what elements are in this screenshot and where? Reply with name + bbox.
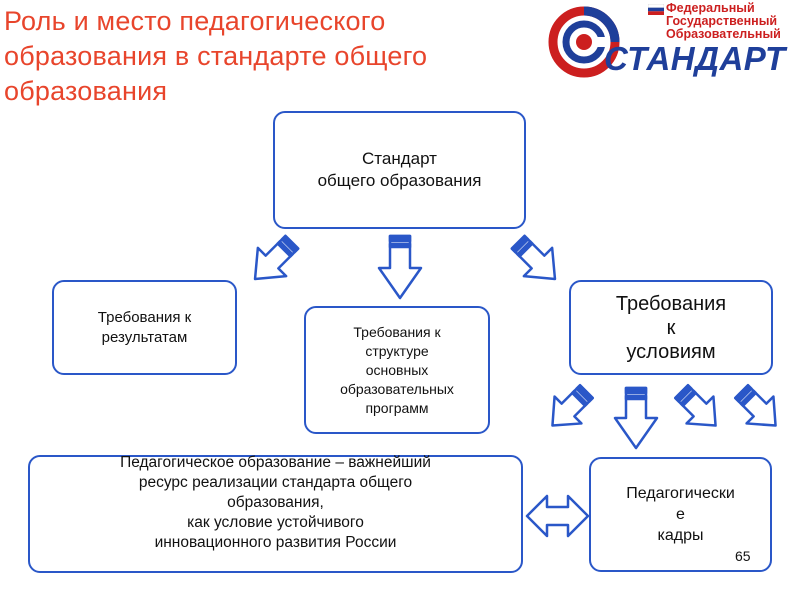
logo-org-line-3: Образовательный xyxy=(666,27,781,41)
arrow-conditions-1 xyxy=(551,384,594,427)
ped-education-line-2: ресурс реализации стандарта общего xyxy=(138,474,413,491)
req-structure-line-1: Требования к xyxy=(353,323,441,340)
fgos-emblem-icon xyxy=(548,6,620,78)
title-line-1: Роль и место педагогического xyxy=(4,6,386,36)
req-structure-line-5: программ xyxy=(365,399,429,416)
ped-education-line-1: Педагогическое образование – важнейший xyxy=(120,454,431,471)
pedagogical-staff-box: Педагогически е кадры xyxy=(589,457,772,572)
ped-staff-line-3: кадры xyxy=(657,527,704,544)
logo-org-line-2: Государственный xyxy=(666,14,778,28)
title-line-2: образования в стандарте общего xyxy=(4,41,428,71)
logo-wordmark: СТАНДАРТ xyxy=(604,40,786,77)
arrow-conditions-4 xyxy=(734,384,777,427)
ped-staff-line-2: е xyxy=(676,506,685,523)
req-structure-line-3: основных xyxy=(365,361,429,378)
arrow-conditions-2 xyxy=(613,386,659,450)
requirements-conditions-box: Требования к условиям xyxy=(569,280,773,375)
req-structure-line-2: структуре xyxy=(365,342,429,359)
req-conditions-line-1: Требования xyxy=(615,292,727,315)
fgos-logo: Федеральный Государственный Образователь… xyxy=(548,2,796,80)
arrow-to-results xyxy=(253,234,300,281)
standard-line-1: Стандарт xyxy=(362,149,437,168)
page-number: 65 xyxy=(735,548,751,564)
ped-education-line-4: как условие устойчивого xyxy=(187,514,364,531)
standard-box: Стандарт общего образования xyxy=(273,111,526,229)
russian-flag-icon xyxy=(648,4,664,15)
page-title: Роль и место педагогического образования… xyxy=(4,4,524,109)
pedagogical-education-box: Педагогическое образование – важнейший р… xyxy=(28,454,523,573)
arrow-conditions-3 xyxy=(674,384,717,427)
requirements-structure-box: Требования к структуре основных образова… xyxy=(304,306,490,434)
req-results-line-2: результатам xyxy=(101,328,188,346)
title-line-3: образования xyxy=(4,76,168,106)
req-structure-line-4: образовательных xyxy=(340,380,454,397)
arrow-to-structure xyxy=(377,234,423,300)
req-conditions-line-3: условиям xyxy=(626,340,716,363)
double-arrow xyxy=(525,494,590,538)
requirements-results-box: Требования к результатам xyxy=(52,280,237,375)
req-conditions-line-2: к xyxy=(666,316,676,339)
req-results-line-1: Требования к xyxy=(97,308,192,326)
ped-staff-line-1: Педагогически xyxy=(626,485,735,502)
logo-org-line-1: Федеральный xyxy=(666,1,755,15)
ped-education-line-3: образования, xyxy=(227,494,324,511)
ped-education-line-5: инновационного развития России xyxy=(154,534,397,551)
logo-org-name: Федеральный Государственный Образователь… xyxy=(666,2,781,41)
standard-line-2: общего образования xyxy=(317,171,482,190)
arrow-to-conditions xyxy=(510,234,557,281)
